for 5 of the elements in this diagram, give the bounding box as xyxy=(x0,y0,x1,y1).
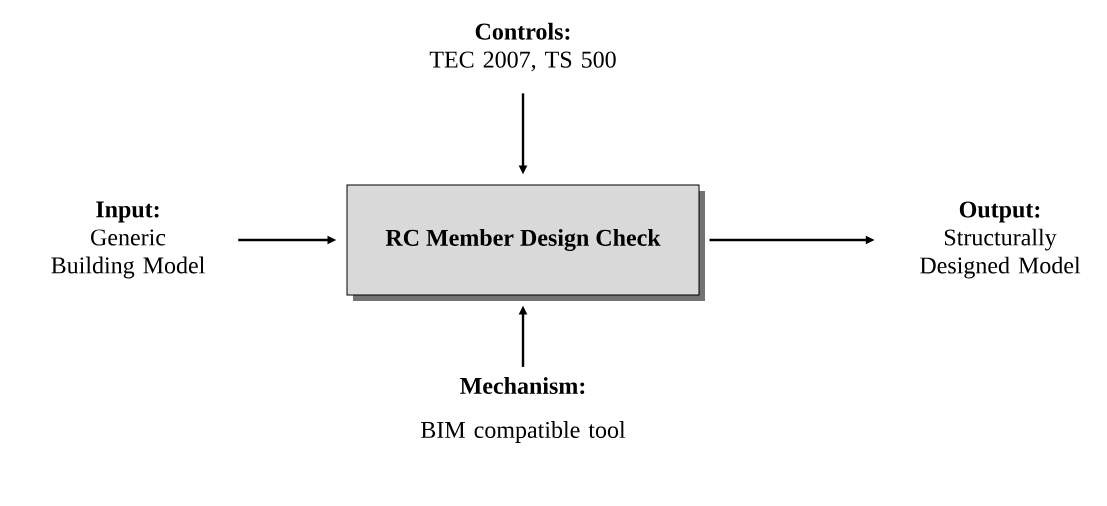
text-label: Mechanism: BIM compatible tool xyxy=(421,377,626,443)
text-label: Output: Structurally Designed Model xyxy=(920,201,1081,279)
text-label: Controls: TEC 2007, TS 500 xyxy=(429,22,616,72)
process-box: RC Member Design Check xyxy=(346,184,705,301)
text-label: Input: Generic Building Model xyxy=(51,201,205,279)
